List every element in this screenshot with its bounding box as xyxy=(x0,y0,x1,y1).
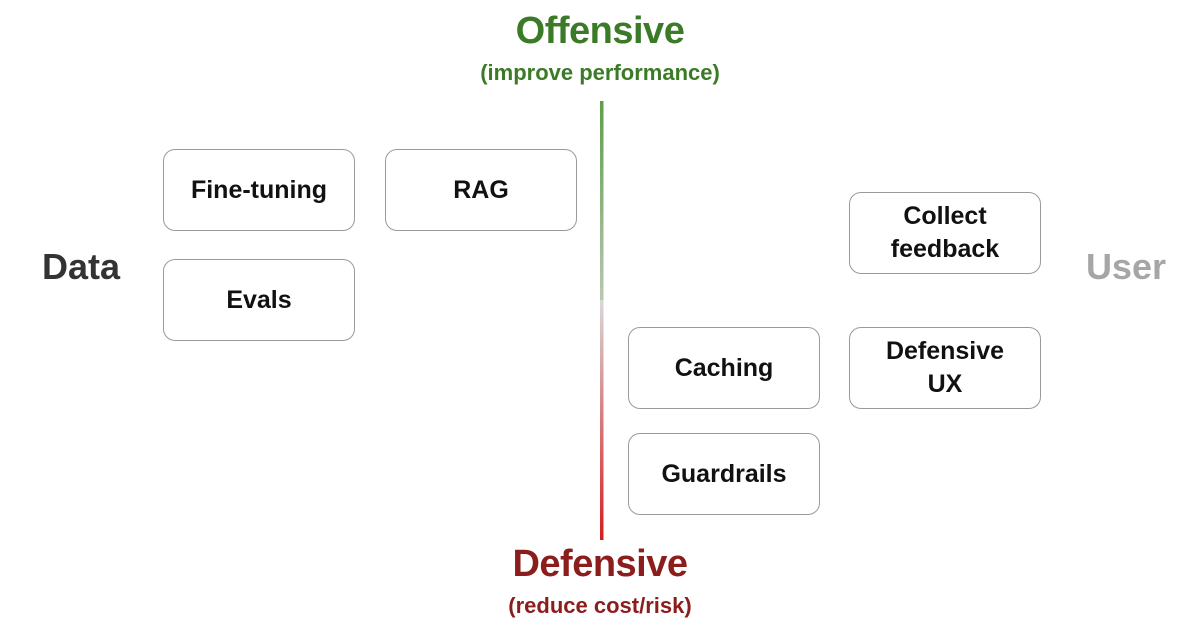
rag-box: RAG xyxy=(385,149,577,231)
guardrails-label: Guardrails xyxy=(661,459,787,488)
defensive-ux-label: Defensive UX xyxy=(885,337,1005,398)
user-axis-label: User xyxy=(1085,246,1166,287)
evals-box: Evals xyxy=(163,259,355,341)
fine-tuning-box: Fine-tuning xyxy=(163,149,355,231)
evals-label: Evals xyxy=(226,285,292,314)
collect-feedback-box: Collect feedback xyxy=(849,192,1041,274)
rag-label: RAG xyxy=(453,175,509,204)
guardrails-box: Guardrails xyxy=(628,433,820,515)
vertical-axis-bottom xyxy=(600,300,604,540)
collect-feedback-label: Collect feedback xyxy=(890,202,1000,263)
vertical-axis-top xyxy=(600,101,604,300)
offensive-subtitle: (improve performance) xyxy=(480,60,720,85)
defensive-title: Defensive xyxy=(512,543,688,585)
caching-label: Caching xyxy=(674,353,774,382)
data-axis-label: Data xyxy=(42,246,121,287)
fine-tuning-label: Fine-tuning xyxy=(190,175,328,204)
defensive-ux-box: Defensive UX xyxy=(849,327,1041,409)
caching-box: Caching xyxy=(628,327,820,409)
offensive-title: Offensive xyxy=(515,10,685,52)
defensive-subtitle: (reduce cost/risk) xyxy=(508,593,692,618)
